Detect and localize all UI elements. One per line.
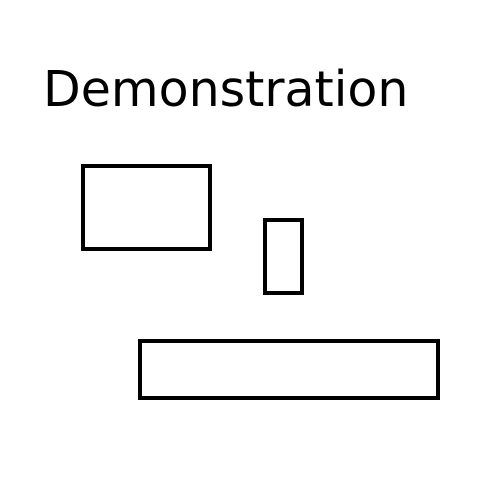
rectangle-long (138, 339, 440, 400)
rectangle-tall (263, 218, 304, 295)
heading-title: Demonstration (43, 61, 409, 118)
rectangle-wide (81, 164, 212, 251)
